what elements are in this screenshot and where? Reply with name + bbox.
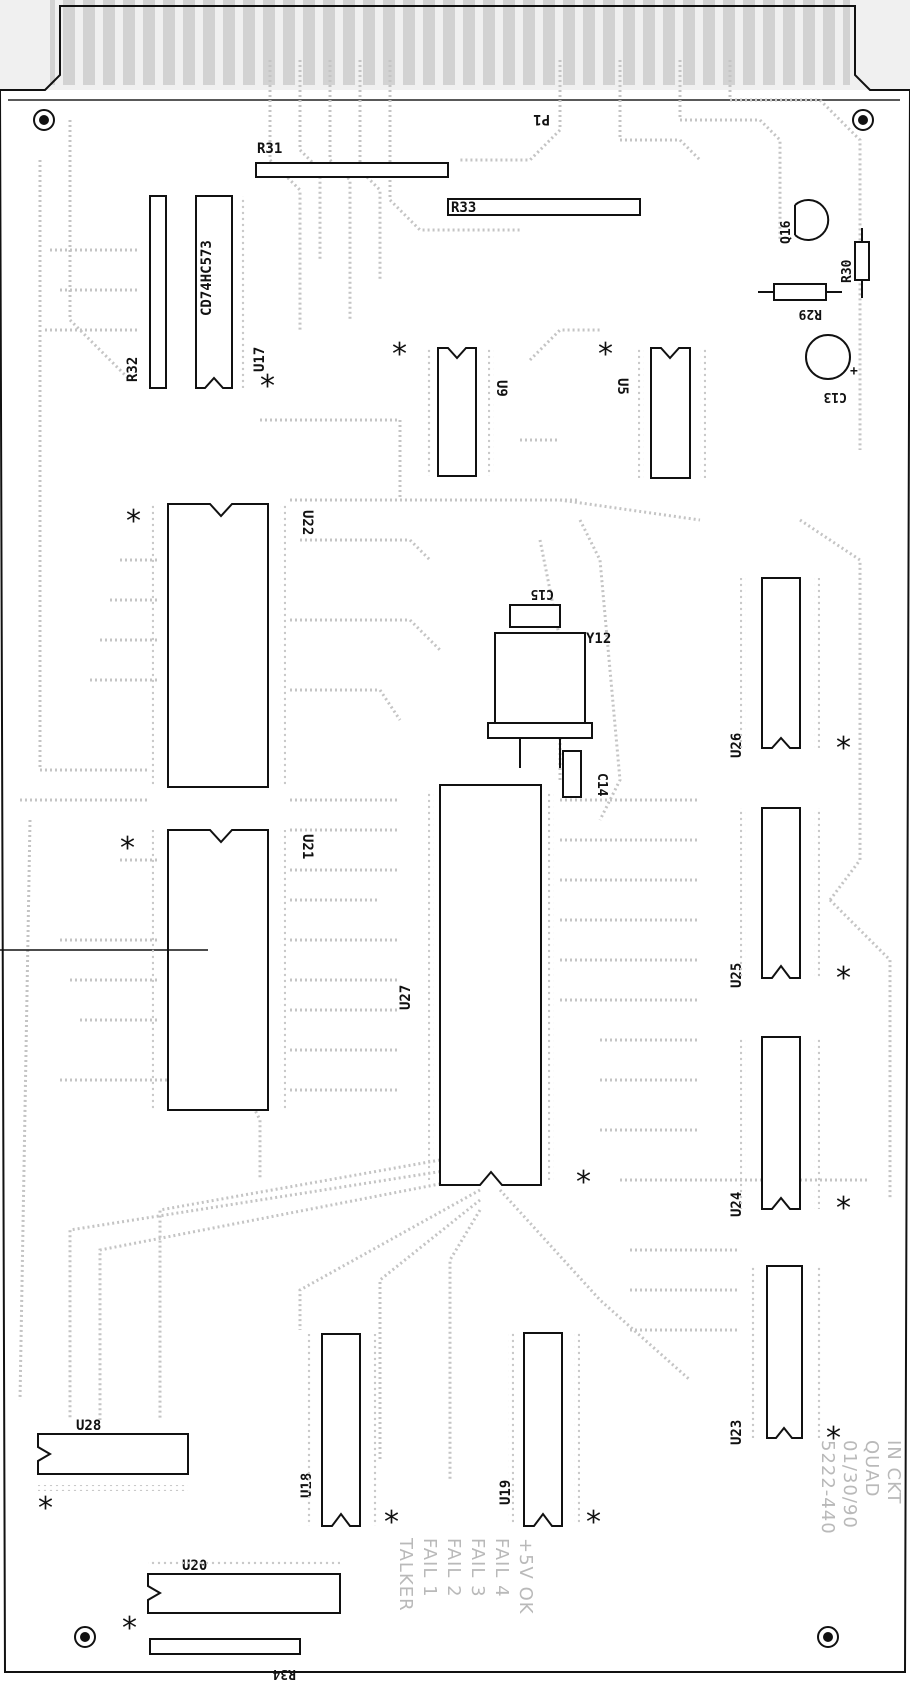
c14-label: C14: [594, 773, 609, 797]
c13-label: C13: [824, 389, 847, 404]
y12-label: Y12: [586, 631, 611, 647]
led-label-talker: TALKER: [395, 1537, 416, 1612]
ic-u22: U22 *: [126, 503, 315, 788]
u5-label: U5: [614, 378, 630, 395]
r34-label: R34: [272, 1666, 296, 1681]
led-label-5v-ok: +5V OK: [515, 1538, 536, 1615]
mounting-hole-bottom-right: [817, 1626, 839, 1648]
board-id-text: IN CKT QUAD 01/30/90 5222-440: [817, 1440, 904, 1535]
u17-label: U17: [252, 347, 268, 372]
ic-u19: U19 *: [498, 1332, 601, 1540]
u27-pin1-marker: *: [576, 1165, 591, 1200]
board-id-line-1: IN CKT: [883, 1440, 904, 1504]
board-id-line-3: 01/30/90: [839, 1440, 860, 1529]
ic-u21: U21 *: [120, 829, 315, 1111]
u24-pin1-marker: *: [836, 1191, 851, 1226]
u22-label: U22: [299, 510, 315, 535]
ic-u25: U25 *: [729, 807, 851, 996]
q16-label: Q16: [779, 220, 794, 244]
u26-pin1-marker: *: [836, 731, 851, 766]
u25-pin1-marker: *: [836, 961, 851, 996]
r32-label: R32: [125, 357, 141, 382]
u23-pin1-marker: *: [826, 1421, 841, 1456]
copper-traces: [18, 60, 892, 1480]
led-label-fail-3: FAIL 3: [467, 1538, 488, 1598]
crystal-y12: Y12: [487, 631, 611, 768]
u9-label: U9: [493, 380, 509, 397]
led-label-fail-2: FAIL 2: [443, 1538, 464, 1598]
u18-pin1-marker: *: [384, 1505, 399, 1540]
ic-u5: U5 *: [598, 337, 691, 479]
resistor-network-r32: R32: [125, 195, 167, 389]
svg-text:+: +: [850, 364, 858, 379]
u27-label: U27: [398, 985, 414, 1010]
mounting-hole-top-right: [852, 109, 874, 131]
resistor-r30: R30: [840, 228, 870, 298]
r33-label: R33: [451, 200, 476, 216]
mounting-hole-top-left: [33, 109, 55, 131]
u21-pin1-marker: *: [120, 831, 135, 866]
u21-label: U21: [299, 834, 315, 859]
connector-label-p1: P1: [533, 111, 550, 127]
resistor-network-r31: R31: [255, 141, 449, 178]
board-id-line-2: QUAD: [861, 1440, 882, 1498]
ic-u28: U28 *: [37, 1418, 189, 1526]
c15-label: C15: [531, 586, 554, 601]
ic-u27: U27 *: [398, 784, 591, 1200]
ic-u26: U26 *: [729, 577, 851, 766]
resistor-network-r34: R34: [149, 1638, 301, 1681]
led-labels: +5V OK FAIL 4 FAIL 3 FAIL 2 FAIL 1 TALKE…: [395, 1537, 536, 1615]
u28-pin1-marker: *: [38, 1491, 53, 1526]
r29-label: R29: [799, 306, 822, 321]
u20-pin1-marker: *: [122, 1611, 137, 1646]
mounting-hole-bottom-left: [74, 1626, 96, 1648]
capacitor-c13: + C13: [805, 334, 858, 404]
led-label-fail-1: FAIL 1: [419, 1538, 440, 1598]
board-id-line-4: 5222-440: [817, 1440, 838, 1535]
transistor-q16: Q16: [779, 199, 830, 244]
resistor-network-r33: R33: [447, 198, 641, 216]
u17-part-number: CD74HC573: [199, 240, 215, 316]
r30-label: R30: [840, 259, 855, 283]
u28-label: U28: [76, 1418, 101, 1434]
ic-u23: U23 *: [729, 1265, 841, 1456]
u5-pin1-marker: *: [598, 337, 613, 372]
capacitor-c14: C14: [562, 750, 609, 798]
solder-pads: [38, 196, 822, 1566]
ic-u24: U24 *: [729, 1036, 851, 1226]
ic-u9: U9 *: [392, 337, 509, 477]
u19-pin1-marker: *: [586, 1505, 601, 1540]
resistor-r29: R29: [758, 283, 842, 321]
u22-pin1-marker: *: [126, 504, 141, 539]
ic-u18: U18 *: [299, 1333, 399, 1540]
ic-u20: U20 *: [122, 1558, 341, 1646]
ic-u17: CD74HC573 U17 *: [195, 195, 275, 404]
u23-label: U23: [729, 1420, 745, 1445]
u17-pin1-marker: *: [260, 369, 275, 404]
u9-pin1-marker: *: [392, 337, 407, 372]
r31-label: R31: [257, 141, 282, 157]
mounting-holes: [33, 109, 874, 1648]
led-label-fail-4: FAIL 4: [491, 1538, 512, 1598]
capacitor-c15: C15: [509, 586, 561, 628]
